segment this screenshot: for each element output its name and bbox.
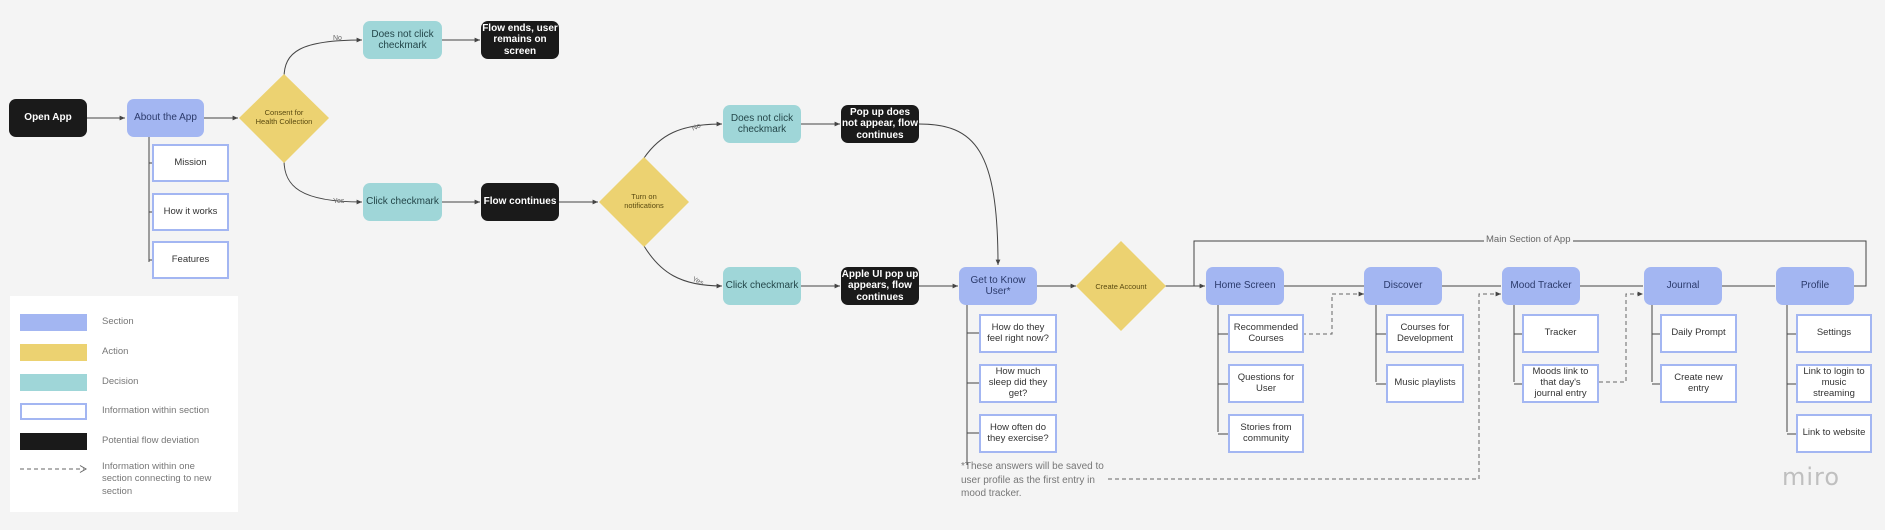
legend-label-deviation: Potential flow deviation: [102, 435, 200, 446]
create-account-diamond: [1076, 241, 1166, 331]
info-questions-for-user[interactable]: Questions for User: [1228, 364, 1304, 403]
info-daily-prompt[interactable]: Daily Prompt: [1660, 314, 1737, 353]
info-feel-right-now[interactable]: How do they feel right now?: [979, 314, 1057, 353]
info-settings[interactable]: Settings: [1796, 314, 1872, 353]
open-app-node[interactable]: Open App: [9, 99, 87, 137]
info-recommended-courses[interactable]: Recommended Courses: [1228, 314, 1304, 353]
notifications-label[interactable]: Turn on notifications: [624, 192, 664, 210]
info-mission[interactable]: Mission: [152, 144, 229, 182]
legend-swatch-info: [20, 403, 87, 420]
info-music-streaming-login[interactable]: Link to login to music streaming: [1796, 364, 1872, 403]
about-the-app-node[interactable]: About the App: [127, 99, 204, 137]
get-to-know-user-node[interactable]: Get to Know User*: [959, 267, 1037, 305]
legend-swatch-section: [20, 314, 87, 331]
legend-label-section: Section: [102, 316, 134, 327]
legend-label-dashed: Information within one section connectin…: [102, 461, 212, 497]
legend-swatch-action: [20, 344, 87, 361]
notif-no-decision[interactable]: Does not click checkmark: [723, 105, 801, 143]
info-tracker[interactable]: Tracker: [1522, 314, 1599, 353]
profile-node[interactable]: Profile: [1776, 267, 1854, 305]
consent-label[interactable]: Consent for Health Collection: [255, 108, 313, 126]
consent-yes-decision[interactable]: Click checkmark: [363, 183, 442, 221]
consent-no-decision[interactable]: Does not click checkmark: [363, 21, 442, 59]
info-moods-link[interactable]: Moods link to that day's journal entry: [1522, 364, 1599, 403]
create-account-label[interactable]: Create Account: [1095, 281, 1147, 291]
legend-label-info: Information within section: [102, 405, 210, 416]
legend-label-decision: Decision: [102, 376, 139, 387]
legend: Section Action Decision Information with…: [10, 296, 238, 512]
info-exercise[interactable]: How often do they exercise?: [979, 414, 1057, 453]
info-link-to-website[interactable]: Link to website: [1796, 414, 1872, 453]
legend-label-action: Action: [102, 346, 129, 357]
edge-label-no: No: [333, 35, 342, 42]
info-music-playlists[interactable]: Music playlists: [1386, 364, 1464, 403]
consent-no-result[interactable]: Flow ends, user remains on screen: [481, 21, 559, 59]
notif-yes-decision[interactable]: Click checkmark: [723, 267, 801, 305]
miro-logo: miro: [1782, 463, 1841, 491]
legend-swatch-decision: [20, 374, 87, 391]
journal-node[interactable]: Journal: [1644, 267, 1722, 305]
discover-node[interactable]: Discover: [1364, 267, 1442, 305]
edge-label-yes: Yes: [333, 198, 345, 205]
consent-yes-result[interactable]: Flow continues: [481, 183, 559, 221]
main-section-label: Main Section of App: [1484, 234, 1573, 245]
info-features[interactable]: Features: [152, 241, 229, 279]
consent-diamond: [239, 74, 329, 163]
notif-no-result[interactable]: Pop up does not appear, flow continues: [841, 105, 919, 143]
legend-swatch-dashed: [20, 465, 87, 473]
info-stories-from-community[interactable]: Stories from community: [1228, 414, 1304, 453]
info-sleep[interactable]: How much sleep did they get?: [979, 364, 1057, 403]
info-courses-for-development[interactable]: Courses for Development: [1386, 314, 1464, 353]
home-screen-node[interactable]: Home Screen: [1206, 267, 1284, 305]
info-create-new-entry[interactable]: Create new entry: [1660, 364, 1737, 403]
legend-swatch-deviation: [20, 433, 87, 450]
mood-tracker-node[interactable]: Mood Tracker: [1502, 267, 1580, 305]
notifications-diamond: [599, 157, 689, 247]
notif-yes-result[interactable]: Apple UI pop up appears, flow continues: [841, 267, 919, 305]
info-how-it-works[interactable]: How it works: [152, 193, 229, 231]
footnote: *These answers will be saved to user pro…: [961, 461, 1104, 499]
